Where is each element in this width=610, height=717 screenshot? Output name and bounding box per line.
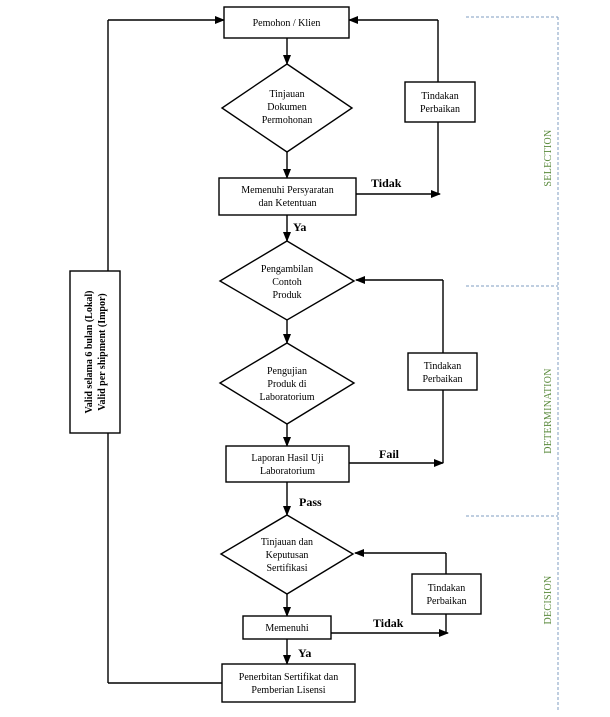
svg-text:Perbaikan: Perbaikan bbox=[427, 596, 467, 607]
edge-label-pass: Pass bbox=[299, 495, 322, 509]
svg-text:Penerbitan Sertifikat dan: Penerbitan Sertifikat dan bbox=[239, 672, 338, 683]
edge-label-tidak-1: Tidak bbox=[371, 176, 402, 190]
node-pengujian: Pengujian Produk di Laboratorium bbox=[218, 342, 356, 425]
edge-label-tidak-2: Tidak bbox=[373, 616, 404, 630]
svg-text:Keputusan: Keputusan bbox=[266, 550, 309, 561]
svg-text:Tindakan: Tindakan bbox=[421, 91, 458, 102]
validity-box: Valid selama 6 bulan (Lokal) Valid per s… bbox=[69, 270, 121, 434]
svg-text:Pengujian: Pengujian bbox=[267, 366, 307, 377]
node-tinjauan-dokumen: Tinjauan Dokumen Permohonan bbox=[220, 63, 354, 153]
svg-text:Tinjauan: Tinjauan bbox=[269, 89, 304, 100]
svg-text:Pengambilan: Pengambilan bbox=[261, 264, 313, 275]
svg-text:Laboratorium: Laboratorium bbox=[260, 466, 315, 477]
svg-text:Tinjauan dan: Tinjauan dan bbox=[261, 537, 313, 548]
svg-text:Tindakan: Tindakan bbox=[424, 361, 461, 372]
svg-text:Laporan Hasil Uji: Laporan Hasil Uji bbox=[251, 453, 323, 464]
node-pemohon-label: Pemohon / Klien bbox=[253, 18, 321, 29]
svg-text:Valid per shipment (Impor): Valid per shipment (Impor) bbox=[97, 293, 108, 411]
svg-text:dan Ketentuan: dan Ketentuan bbox=[258, 198, 316, 209]
svg-text:Memenuhi: Memenuhi bbox=[265, 623, 309, 634]
node-tindakan-perbaikan-1: Tindakan Perbaikan bbox=[404, 81, 476, 123]
svg-text:Laboratorium: Laboratorium bbox=[260, 392, 315, 403]
phase-dividers bbox=[466, 16, 559, 710]
edge-label-ya-2: Ya bbox=[298, 646, 311, 660]
node-pemohon: Pemohon / Klien bbox=[223, 6, 350, 39]
phase-label-determination: DETERMINATION bbox=[543, 368, 554, 454]
svg-text:Contoh: Contoh bbox=[272, 277, 301, 288]
edge-label-fail: Fail bbox=[379, 447, 400, 461]
svg-text:Memenuhi Persyaratan: Memenuhi Persyaratan bbox=[241, 185, 333, 196]
phase-label-decision: DECISION bbox=[543, 575, 554, 624]
svg-text:Tindakan: Tindakan bbox=[428, 583, 465, 594]
node-pengambilan: Pengambilan Contoh Produk bbox=[218, 240, 356, 321]
phase-label-selection: SELECTION bbox=[543, 129, 554, 186]
node-tindakan-perbaikan-2: Tindakan Perbaikan bbox=[407, 352, 478, 391]
node-laporan: Laporan Hasil Uji Laboratorium bbox=[225, 445, 350, 483]
node-memenuhi: Memenuhi bbox=[242, 615, 332, 640]
edge-label-ya-1: Ya bbox=[293, 220, 306, 234]
node-memenuhi-persyaratan: Memenuhi Persyaratan dan Ketentuan bbox=[218, 177, 357, 216]
svg-text:Perbaikan: Perbaikan bbox=[420, 104, 460, 115]
svg-text:Dokumen: Dokumen bbox=[267, 102, 306, 113]
svg-text:Produk di: Produk di bbox=[267, 379, 306, 390]
svg-text:Produk: Produk bbox=[273, 290, 302, 301]
svg-text:Permohonan: Permohonan bbox=[262, 115, 313, 126]
connectors bbox=[107, 16, 449, 684]
svg-text:Valid selama 6 bulan (Lokal): Valid selama 6 bulan (Lokal) bbox=[84, 291, 95, 414]
svg-text:Sertifikasi: Sertifikasi bbox=[266, 563, 307, 574]
node-penerbitan: Penerbitan Sertifikat dan Pemberian Lise… bbox=[221, 663, 356, 703]
svg-text:Perbaikan: Perbaikan bbox=[423, 374, 463, 385]
node-tinjauan-keputusan: Tinjauan dan Keputusan Sertifikasi bbox=[219, 514, 355, 595]
node-tindakan-perbaikan-3: Tindakan Perbaikan bbox=[411, 573, 482, 615]
svg-text:Pemberian Lisensi: Pemberian Lisensi bbox=[251, 685, 325, 696]
